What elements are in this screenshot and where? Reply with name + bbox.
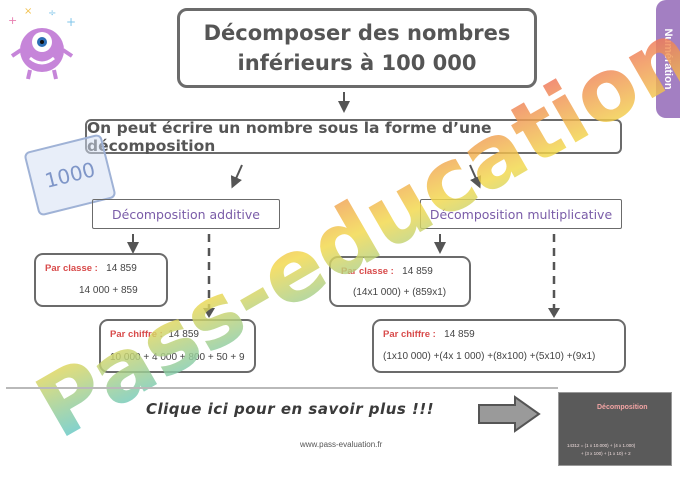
stamp-text: 1000	[42, 157, 98, 193]
thumbnail-line1: 14312 = (1 x 10.000) + (4 x 1.000)	[567, 443, 636, 448]
svg-text:+: +	[8, 14, 17, 27]
multiplicative-classe-number: 14 859	[402, 266, 433, 277]
multiplicative-chiffre-decomposition: (1x10 000) +(4x 1 000) +(8x100) +(5x10) …	[383, 351, 596, 362]
additive-chiffre-number: 14 859	[168, 329, 199, 340]
subtitle-box: On peut écrire un nombre sous la forme d…	[85, 118, 622, 155]
svg-text:+: +	[66, 15, 76, 29]
thumbnail-title: Décomposition	[597, 404, 648, 411]
additive-par-classe-card: Par classe : 14 859 14 000 + 859	[34, 253, 168, 307]
multiplicative-chiffre-number: 14 859	[444, 329, 475, 340]
additive-classe-label: Par classe :	[45, 263, 98, 274]
page-title-line1: Décomposer des nombres	[203, 21, 511, 45]
multiplicative-par-classe-card: Par classe : 14 859 (14x1 000) + (859x1)	[329, 256, 471, 307]
arrow-right-icon[interactable]	[477, 395, 541, 433]
additive-classe-number: 14 859	[106, 263, 137, 274]
multiplicative-par-chiffre-card: Par chiffre : 14 859 (1x10 000) +(4x 1 0…	[372, 319, 626, 373]
multiplicative-chiffre-label: Par chiffre :	[383, 329, 436, 340]
thumbnail-line2: + (3 x 100) + (1 x 10) + 2	[581, 451, 631, 456]
additive-classe-decomposition: 14 000 + 859	[79, 285, 138, 296]
footer-divider	[6, 387, 558, 389]
multiplicative-classe-label: Par classe :	[341, 266, 394, 277]
monster-mascot-icon: + × ÷ +	[8, 6, 76, 80]
multiplicative-classe-decomposition: (14x1 000) + (859x1)	[353, 287, 447, 298]
svg-text:×: ×	[24, 6, 32, 17]
multiplicative-heading: Décomposition multiplicative	[420, 199, 622, 229]
additive-chiffre-label: Par chiffre :	[110, 329, 163, 340]
side-tab-numeration[interactable]: Numération	[656, 0, 680, 118]
more-info-link[interactable]: Clique ici pour en savoir plus !!!	[146, 400, 435, 418]
website-url[interactable]: www.pass-evaluation.fr	[300, 440, 383, 449]
arrow-to-additive	[230, 164, 243, 189]
arrow-to-multiplicative	[469, 164, 482, 189]
additive-chiffre-decomposition: 10 000 + 4 000 + 800 + 50 + 9	[110, 352, 245, 363]
additive-par-chiffre-card: Par chiffre : 14 859 10 000 + 4 000 + 80…	[99, 319, 256, 373]
subtitle-text: On peut écrire un nombre sous la forme d…	[87, 118, 492, 155]
title-box: Décomposer des nombres inférieurs à 100 …	[177, 8, 537, 88]
page-title-line2: inférieurs à 100 000	[237, 51, 477, 75]
additive-heading: Décomposition additive	[92, 199, 280, 229]
svg-text:÷: ÷	[48, 8, 56, 19]
preview-thumbnail[interactable]: Décomposition 14312 = (1 x 10.000) + (4 …	[558, 392, 672, 466]
